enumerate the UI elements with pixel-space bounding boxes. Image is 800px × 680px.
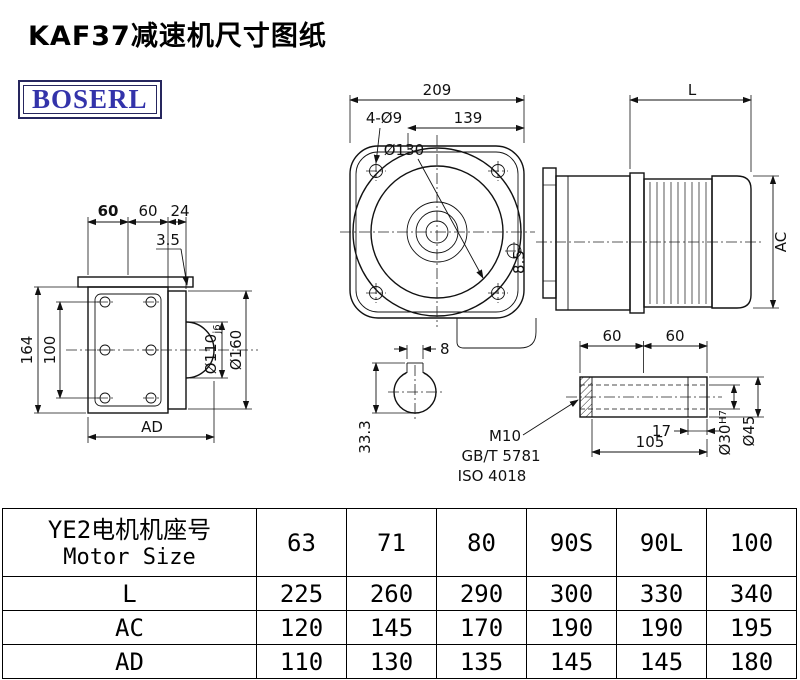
motor-size-col: 63 bbox=[256, 508, 347, 577]
table-cell: 190 bbox=[526, 610, 617, 645]
table-cell: 170 bbox=[436, 610, 527, 645]
table-header-row: YE2电机机座号 Motor Size 63 71 80 90S 90L 100 bbox=[2, 508, 797, 577]
dim-209-text: 209 bbox=[423, 81, 452, 99]
dim-8p5-text: 8.5 bbox=[510, 250, 528, 274]
table-cell: 195 bbox=[706, 610, 797, 645]
outer-dia-45-text: Ø45 bbox=[740, 416, 758, 447]
motor-size-col: 100 bbox=[706, 508, 797, 577]
holes-label-text: 4-Ø9 bbox=[366, 109, 402, 127]
bore-dia-text: Ø30 bbox=[716, 425, 734, 456]
dim-100-text: 100 bbox=[41, 336, 59, 365]
technical-drawing: 209 139 4-Ø9 Ø130 8.5 bbox=[18, 81, 790, 485]
table-cell: 110 bbox=[256, 644, 347, 679]
hatch-band bbox=[579, 376, 593, 418]
dim-24-text: 24 bbox=[170, 202, 189, 220]
row-label: AD bbox=[2, 644, 257, 679]
dim-AD-text: AD bbox=[141, 418, 163, 436]
table-row: AC 120 145 170 190 190 195 bbox=[2, 610, 797, 645]
standard-gb-text: GB/T 5781 bbox=[461, 447, 540, 465]
dim-AC-text: AC bbox=[772, 232, 790, 252]
detail-dim-60b-text: 60 bbox=[665, 327, 684, 345]
thread-labels: M10 GB/T 5781 ISO 4018 bbox=[458, 399, 579, 485]
header-en: Motor Size bbox=[63, 544, 196, 570]
dim-33p3-text: 33.3 bbox=[356, 420, 374, 453]
flange-dia-text: Ø130 bbox=[384, 141, 424, 159]
table-row: AD 110 130 135 145 145 180 bbox=[2, 644, 797, 679]
table-cell: 145 bbox=[616, 644, 707, 679]
dim-60b-text: 60 bbox=[138, 202, 157, 220]
shaft-dia-text: Ø110 bbox=[202, 334, 220, 374]
table-header-cell: YE2电机机座号 Motor Size bbox=[2, 508, 257, 577]
dim-139-text: 139 bbox=[454, 109, 483, 127]
motor-size-table: YE2电机机座号 Motor Size 63 71 80 90S 90L 100… bbox=[2, 508, 797, 679]
page-title: KAF37减速机尺寸图纸 bbox=[28, 21, 327, 52]
dim-105-text: 105 bbox=[636, 433, 665, 451]
row-label: AC bbox=[2, 610, 257, 645]
dim-L-text: L bbox=[688, 81, 697, 99]
table-cell: 120 bbox=[256, 610, 347, 645]
table-cell: 340 bbox=[706, 576, 797, 611]
dim-164-text: 164 bbox=[18, 336, 36, 365]
side-view: L AC bbox=[536, 81, 790, 314]
table-cell: 300 bbox=[526, 576, 617, 611]
detail-dim-60a-text: 60 bbox=[602, 327, 621, 345]
table-cell: 145 bbox=[346, 610, 437, 645]
table-cell: 130 bbox=[346, 644, 437, 679]
table-cell: 260 bbox=[346, 576, 437, 611]
motor-size-col: 71 bbox=[346, 508, 437, 577]
standard-iso-text: ISO 4018 bbox=[458, 467, 527, 485]
table-cell: 190 bbox=[616, 610, 707, 645]
shaft-detail: 60 60 17 105 Ø30 H7 Ø45 bbox=[566, 327, 764, 457]
left-view: 60 60 24 3.5 164 100 AD Ø bbox=[18, 202, 258, 443]
shaft-section: 8 33.3 bbox=[356, 340, 450, 454]
dim-17-text: 17 bbox=[652, 422, 671, 440]
dim-60a-text: 60 bbox=[98, 202, 119, 220]
table-cell: 330 bbox=[616, 576, 707, 611]
thread-M10-text: M10 bbox=[489, 427, 521, 445]
table-row: L 225 260 290 300 330 340 bbox=[2, 576, 797, 611]
bolt-holes bbox=[366, 161, 508, 303]
table-cell: 180 bbox=[706, 644, 797, 679]
motor-size-col: 80 bbox=[436, 508, 527, 577]
dim-3p5-text: 3.5 bbox=[156, 231, 180, 249]
table-cell: 225 bbox=[256, 576, 347, 611]
flange-dia-160-text: Ø160 bbox=[227, 330, 245, 370]
fan-cowl bbox=[711, 175, 752, 309]
header-cn: YE2电机机座号 bbox=[47, 515, 212, 544]
table-cell: 135 bbox=[436, 644, 527, 679]
row-label: L bbox=[2, 576, 257, 611]
motor-size-col: 90S bbox=[526, 508, 617, 577]
front-view: 209 139 4-Ø9 Ø130 8.5 bbox=[340, 81, 537, 349]
motor-flange bbox=[629, 172, 645, 314]
brand-logo: BOSERL bbox=[18, 80, 162, 119]
dim-8-text: 8 bbox=[440, 340, 450, 358]
motor-fins bbox=[649, 182, 707, 304]
motor-size-col: 90L bbox=[616, 508, 707, 577]
table-cell: 290 bbox=[436, 576, 527, 611]
housing-outline bbox=[456, 318, 537, 349]
shaft-dia-tol-text: j6 bbox=[212, 324, 223, 334]
table-cell: 145 bbox=[526, 644, 617, 679]
